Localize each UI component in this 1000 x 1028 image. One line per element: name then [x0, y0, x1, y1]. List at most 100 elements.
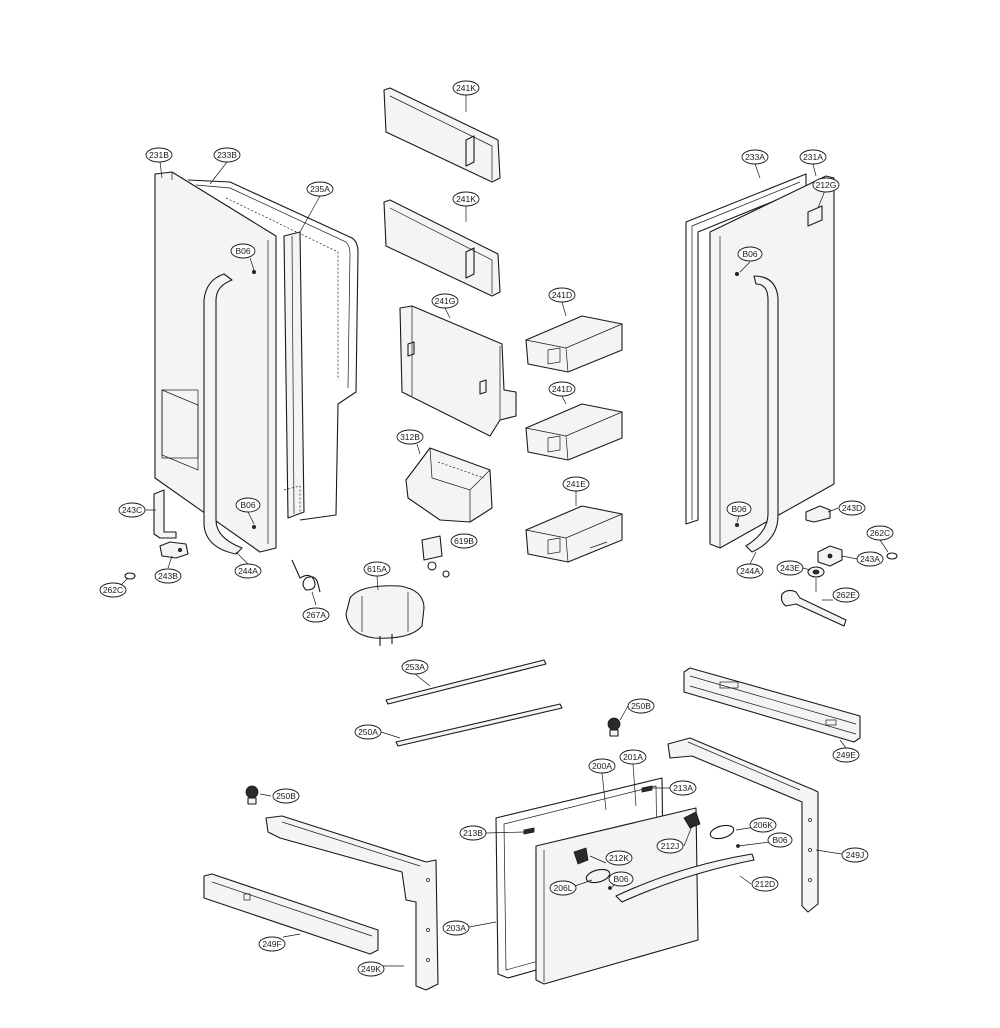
svg-text:615A: 615A [367, 564, 387, 574]
callout-B06-upper-right: B06 [737, 246, 763, 262]
callout-253A: 253A [401, 659, 429, 675]
callout-B06-lower-left: B06 [235, 497, 261, 513]
svg-text:212D: 212D [755, 879, 775, 889]
wrench-262E [780, 589, 847, 627]
bracket-243C [153, 489, 177, 539]
rail-249K [265, 815, 439, 991]
callout-206L: 206L [549, 880, 577, 896]
rail-249J [667, 737, 819, 913]
tank-615A [345, 585, 425, 646]
svg-text:201A: 201A [623, 752, 643, 762]
gear-250B-top [607, 717, 621, 737]
callout-249E: 249E [832, 747, 860, 763]
svg-text:312B: 312B [400, 432, 420, 442]
svg-text:267A: 267A [306, 610, 326, 620]
gear-250B-left [245, 785, 259, 805]
right-door-assembly [685, 173, 835, 553]
callout-233A: 233A [741, 149, 769, 165]
clip-213A [641, 785, 653, 793]
svg-text:243B: 243B [158, 571, 178, 581]
callout-244A-left: 244A [234, 563, 262, 579]
svg-text:250B: 250B [631, 701, 651, 711]
svg-text:619B: 619B [454, 536, 474, 546]
callout-201A: 201A [619, 749, 647, 765]
callout-267A: 267A [302, 607, 330, 623]
bin-241D-top [525, 315, 623, 373]
callout-213B: 213B [459, 825, 487, 841]
svg-text:241K: 241K [456, 194, 476, 204]
door-bin-241K-mid [383, 199, 501, 297]
callout-206K: 206K [749, 817, 777, 833]
callout-231B: 231B [145, 147, 173, 163]
handle-212D [615, 853, 755, 903]
callout-250A: 250A [354, 724, 382, 740]
callout-312B: 312B [396, 429, 424, 445]
slide-rail-249E [683, 667, 861, 743]
callout-233B: 233B [213, 147, 241, 163]
svg-text:244A: 244A [238, 566, 258, 576]
callout-231A: 231A [799, 149, 827, 165]
svg-text:212J: 212J [661, 841, 679, 851]
callout-241D-top: 241D [548, 287, 576, 303]
svg-text:262C: 262C [870, 528, 890, 538]
callout-241D-mid: 241D [548, 381, 576, 397]
svg-text:233A: 233A [745, 152, 765, 162]
svg-text:203A: 203A [446, 923, 466, 933]
rail-253A [385, 659, 547, 705]
callout-200A: 200A [588, 758, 616, 774]
callout-243A: 243A [856, 551, 884, 567]
svg-text:244A: 244A [740, 566, 760, 576]
hinge-243B [159, 541, 189, 559]
svg-text:212K: 212K [609, 853, 629, 863]
svg-text:253A: 253A [405, 662, 425, 672]
svg-text:B06: B06 [772, 835, 787, 845]
callout-203A: 203A [442, 920, 470, 936]
cover-241G [399, 305, 517, 437]
callout-244A-right: 244A [736, 563, 764, 579]
left-door-assembly [154, 171, 359, 555]
svg-text:B06: B06 [613, 874, 628, 884]
svg-text:241E: 241E [566, 479, 586, 489]
svg-text:262E: 262E [836, 590, 856, 600]
svg-text:B06: B06 [742, 249, 757, 259]
svg-text:241K: 241K [456, 83, 476, 93]
svg-text:241D: 241D [552, 290, 572, 300]
rail-249F [203, 873, 379, 955]
rail-250A [395, 703, 563, 747]
clip-213B [523, 827, 535, 835]
callout-B06-drawer-right: B06 [767, 832, 793, 848]
svg-text:249F: 249F [262, 939, 281, 949]
callout-241E: 241E [562, 476, 590, 492]
cap-206L [585, 868, 611, 884]
svg-text:206K: 206K [753, 820, 773, 830]
bin-241D-mid [525, 403, 623, 461]
washer-262C-left [124, 572, 136, 580]
svg-text:206L: 206L [554, 883, 573, 893]
svg-text:235A: 235A [310, 184, 330, 194]
cap-206K [709, 824, 735, 840]
callout-249K: 249K [357, 961, 385, 977]
svg-text:243E: 243E [780, 563, 800, 573]
bracket-212J [683, 811, 701, 829]
svg-text:231A: 231A [803, 152, 823, 162]
svg-text:243A: 243A [860, 554, 880, 564]
callout-249F: 249F [258, 936, 286, 952]
svg-text:243C: 243C [122, 505, 142, 515]
callout-615A: 615A [363, 561, 391, 577]
callout-241K-mid: 241K [452, 191, 480, 207]
svg-text:249K: 249K [361, 964, 381, 974]
callout-212K: 212K [605, 850, 633, 866]
svg-text:B06: B06 [235, 246, 250, 256]
svg-text:249J: 249J [846, 850, 864, 860]
callout-241G: 241G [431, 293, 459, 309]
bin-241E [525, 505, 623, 563]
callout-262E: 262E [832, 587, 860, 603]
callout-B06-upper-left: B06 [230, 243, 256, 259]
svg-text:B06: B06 [240, 500, 255, 510]
cam-243E [807, 566, 825, 592]
callout-213A: 213A [669, 780, 697, 796]
callout-619B: 619B [450, 533, 478, 549]
spring-267A [291, 559, 321, 593]
svg-text:B06: B06 [731, 504, 746, 514]
svg-text:262C: 262C [103, 585, 123, 595]
